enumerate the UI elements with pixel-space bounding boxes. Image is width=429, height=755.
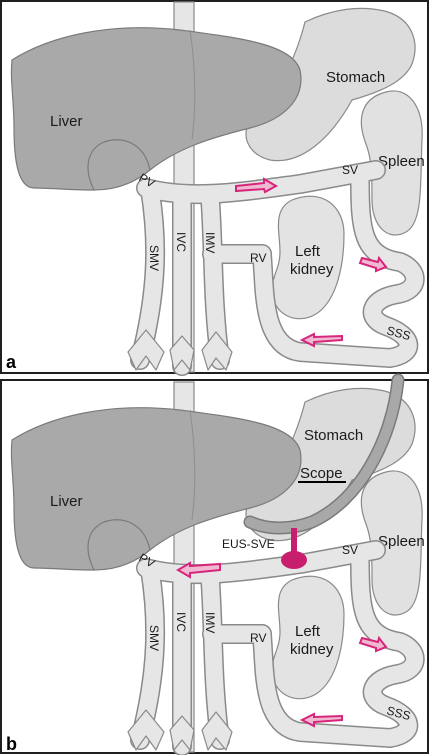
stomach-label: Stomach [304,427,363,444]
stomach-label: Stomach [326,69,385,86]
kidney-label-line2: kidney [290,641,334,658]
kidney-label-line2: kidney [290,261,334,278]
panel-a: Stomach Liver Spleen Left kidney [1,1,428,373]
smv-label: SMV [147,245,161,271]
liver-label: Liver [50,493,83,510]
panel-b-letter: b [6,734,17,754]
eus-sve-label: EUS-SVE [222,537,275,551]
sv-label: SV [342,543,358,557]
panel-b: Stomach Scope Liver Spleen Left kidney [1,380,428,754]
panel-a-letter: a [6,352,17,372]
imv-label: IMV [203,232,217,253]
liver-label: Liver [50,113,83,130]
ivc-label: IVC [174,232,188,252]
sv-label: SV [342,163,358,177]
kidney-label-line1: Left [295,243,321,260]
ivc-label: IVC [174,612,188,632]
scope-label: Scope [300,465,343,482]
rv-label: RV [250,631,266,645]
imv-label: IMV [203,612,217,633]
rv-label: RV [250,251,266,265]
smv-label: SMV [147,625,161,651]
kidney-label-line1: Left [295,623,321,640]
